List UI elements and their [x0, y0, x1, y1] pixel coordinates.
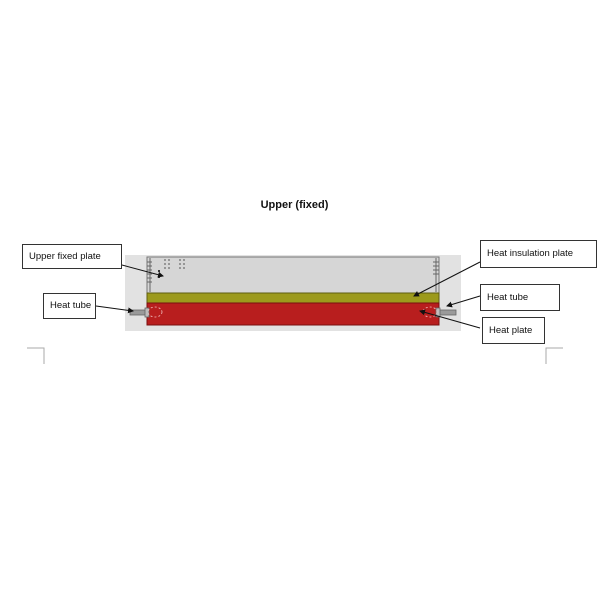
arrow-heat-tube-left [95, 305, 134, 314]
heat-insulation-plate [146, 292, 440, 304]
right-bracket-detail [433, 258, 439, 292]
page-crop-marks [27, 347, 563, 364]
label-upper-fixed-plate: Upper fixed plate [22, 244, 122, 269]
arrow-upper-fixed-plate [121, 264, 164, 278]
diagram-title: Upper (fixed) [260, 199, 329, 211]
arrow-heat-tube-right [446, 295, 481, 308]
label-heat-tube-right: Heat tube [480, 284, 560, 311]
heat-tube-right [422, 306, 457, 318]
label-heat-plate: Heat plate [482, 317, 545, 344]
hidden-bolt-holes [164, 259, 185, 270]
label-heat-insulation-plate: Heat insulation plate [480, 240, 597, 268]
arrow-heat-insulation-plate [413, 261, 481, 297]
left-bracket-detail [147, 258, 152, 292]
heat-plate [146, 302, 440, 326]
arrow-heat-plate [419, 309, 481, 329]
leader-lines [95, 261, 481, 329]
upper-fixed-plate [146, 256, 440, 294]
label-heat-tube-left: Heat tube [43, 293, 96, 319]
